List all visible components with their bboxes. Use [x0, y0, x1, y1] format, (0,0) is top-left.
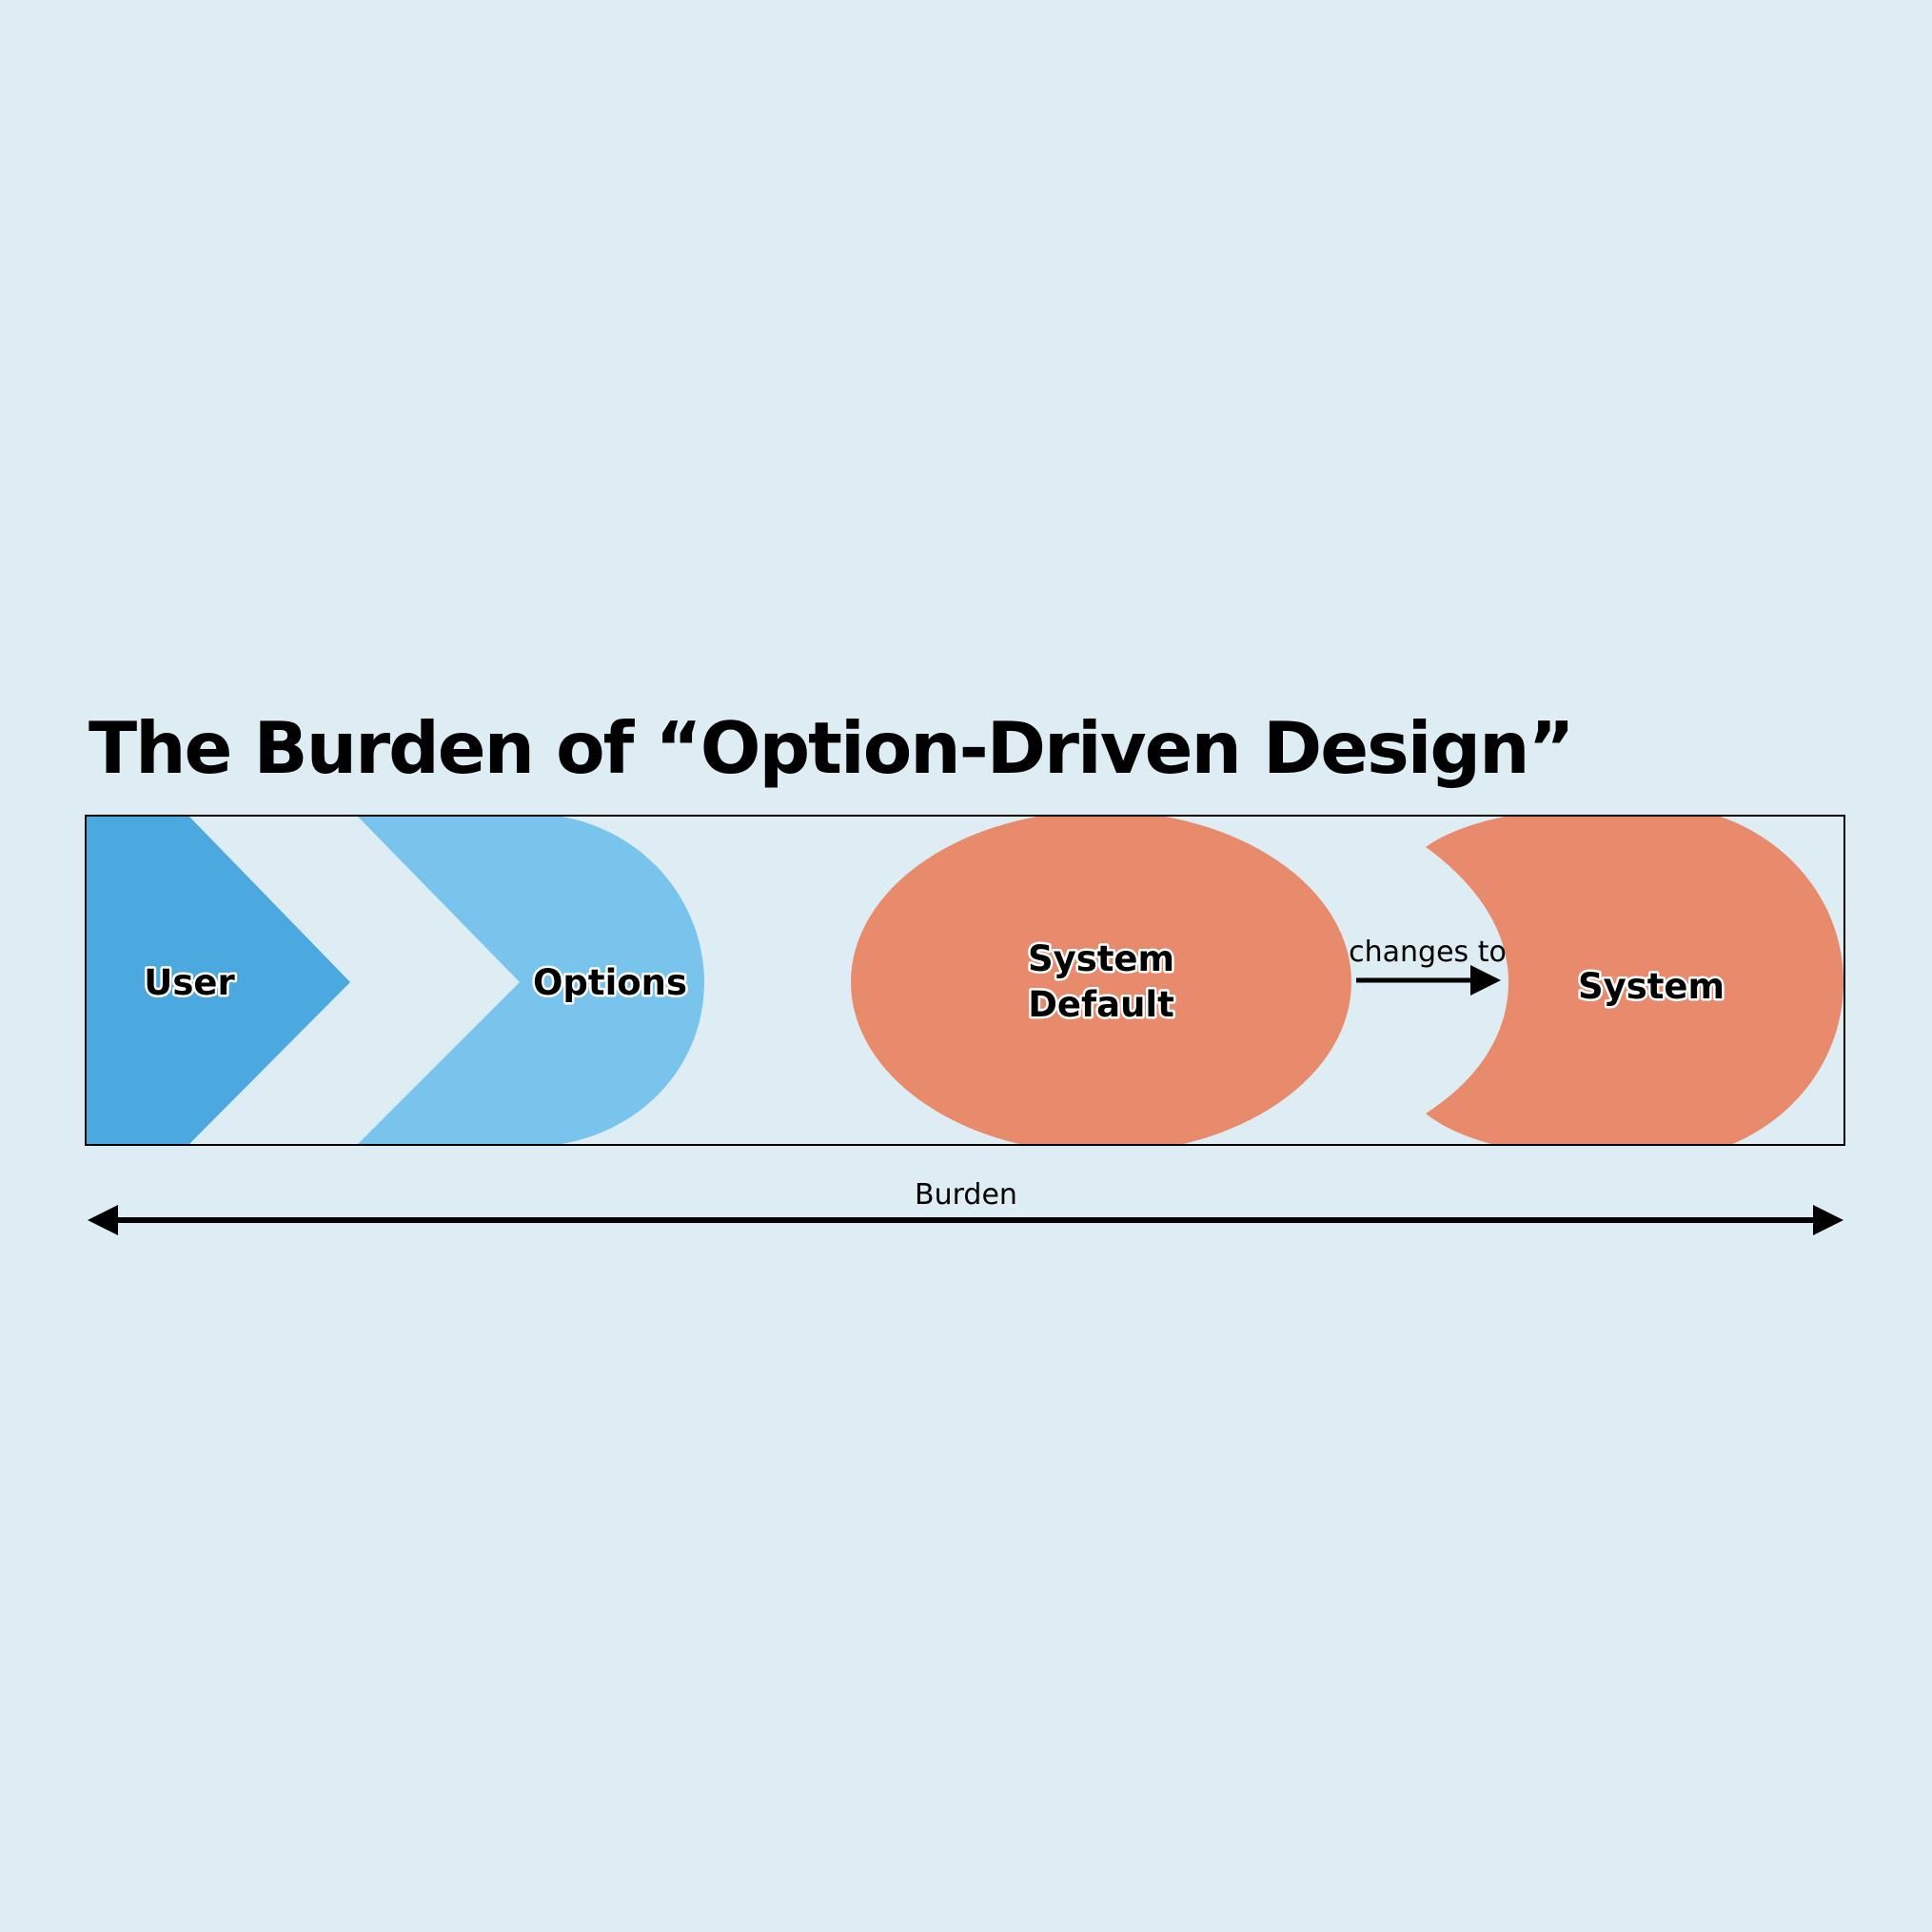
- system-default-label-line2: Default: [1028, 984, 1174, 1025]
- burden-arrow-left-head: [88, 1205, 118, 1235]
- burden-axis-arrow: [88, 1205, 1843, 1235]
- user-shape: [86, 816, 350, 1145]
- connector-arrow: [1356, 965, 1501, 996]
- system-label: System: [1578, 966, 1725, 1007]
- burden-axis-label: Burden: [915, 1178, 1017, 1212]
- user-label: User: [144, 962, 235, 1003]
- connector-label: changes to: [1349, 936, 1507, 969]
- options-shape: [357, 816, 704, 1145]
- system-default-label-line1: System: [1028, 938, 1174, 979]
- diagram-frame-contents: [86, 816, 1843, 1145]
- diagram-frame: [85, 815, 1845, 1146]
- options-label: Options: [533, 962, 687, 1003]
- system-shape: [1426, 816, 1843, 1145]
- system-default-shape: [851, 816, 1351, 1145]
- diagram-title: The Burden of “Option-Driven Design”: [89, 706, 1573, 790]
- burden-arrow-right-head: [1813, 1205, 1843, 1235]
